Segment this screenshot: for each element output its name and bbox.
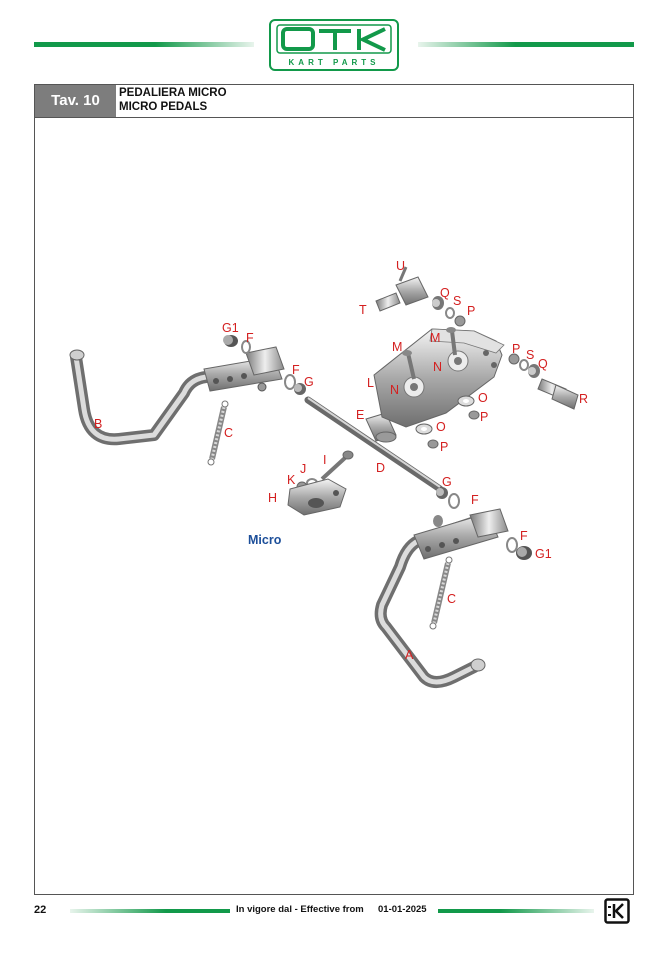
pedal-a <box>374 508 509 688</box>
title-english: MICRO PEDALS <box>119 101 208 113</box>
header-line-right <box>418 42 634 47</box>
part-label: M <box>392 340 402 354</box>
shaft-d <box>304 396 444 493</box>
part-label: P <box>512 342 520 356</box>
part-label: R <box>579 392 588 406</box>
diagram-frame <box>34 117 634 895</box>
part-label: E <box>356 408 364 422</box>
logo-subtitle: KART PARTS <box>289 58 380 67</box>
part-label: J <box>300 462 306 476</box>
part-label: S <box>453 294 461 308</box>
spring-c-left <box>207 400 229 466</box>
part-label: O <box>478 391 488 405</box>
adjuster-r <box>508 353 579 410</box>
part-label: G <box>304 375 314 389</box>
part-label: G <box>442 475 452 489</box>
part-label: L <box>367 376 374 390</box>
part-label: I <box>323 453 326 467</box>
part-label: T <box>359 303 367 317</box>
part-label: N <box>390 383 399 397</box>
part-label: F <box>520 529 528 543</box>
part-label: C <box>224 426 233 440</box>
part-label: P <box>467 304 475 318</box>
effective-from-text: In vigore dal - Effective from <box>236 904 364 915</box>
header-line-left <box>34 42 254 47</box>
part-label: S <box>526 348 534 362</box>
part-label: P <box>440 440 448 454</box>
bushing-g1-right <box>506 537 532 560</box>
otk-logo: KART PARTS <box>269 19 399 71</box>
washers-o-p <box>415 395 480 449</box>
table-number: Tav. 10 <box>35 85 116 117</box>
part-label: D <box>376 461 385 475</box>
part-label: H <box>268 491 277 505</box>
part-label: U <box>396 259 405 273</box>
page-number: 22 <box>34 904 47 916</box>
part-label: O <box>436 420 446 434</box>
spring-c-right <box>429 556 453 630</box>
table-title-box: Tav. 10 PEDALIERA MICRO MICRO PEDALS <box>34 84 634 118</box>
footer-line-right <box>438 909 594 913</box>
washer-g-f-right <box>436 487 460 509</box>
footer-line-left <box>70 909 230 913</box>
part-label: P <box>480 410 488 424</box>
part-label: N <box>433 360 442 374</box>
effective-date: 01-01-2025 <box>378 904 427 915</box>
title-italian: PEDALIERA MICRO <box>119 87 227 99</box>
pedal-b <box>69 346 285 446</box>
part-label: K <box>287 473 296 487</box>
model-label: Micro <box>248 533 282 547</box>
bushing-g1-left <box>223 335 251 354</box>
part-label: M <box>430 331 440 345</box>
part-label: F <box>471 493 479 507</box>
part-label: B <box>94 417 102 431</box>
bolt-m <box>402 327 457 380</box>
part-label: Q <box>538 357 548 371</box>
part-label: F <box>292 363 300 377</box>
adjuster-u-t <box>375 266 466 327</box>
part-label: F <box>246 331 254 345</box>
exploded-parts-diagram: U T Q S P G1 F M M N N P S Q L O P R F G… <box>69 259 588 688</box>
washer-f-g-left <box>284 374 306 395</box>
part-label: A <box>405 648 414 662</box>
part-label: G1 <box>222 321 239 335</box>
part-label: Q <box>440 286 450 300</box>
part-label: G1 <box>535 547 552 561</box>
bracket-h <box>287 450 354 516</box>
otk-k-icon <box>604 898 630 924</box>
part-labels: U T Q S P G1 F M M N N P S Q L O P R F G… <box>94 259 588 662</box>
part-label: C <box>447 592 456 606</box>
